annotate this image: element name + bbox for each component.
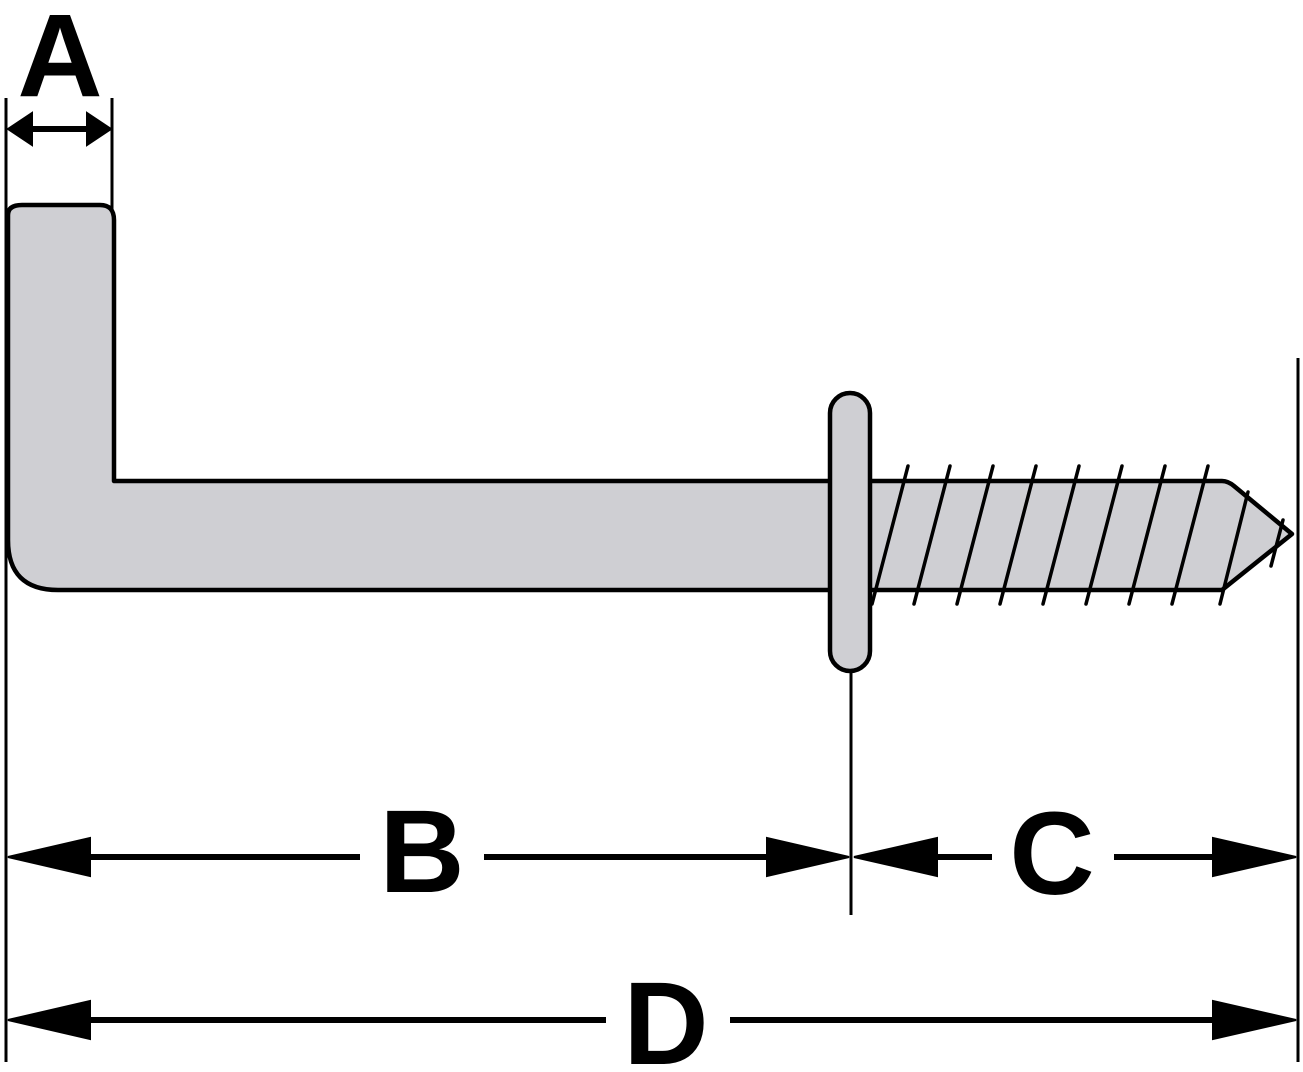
label-a: A [17,0,102,122]
screw-thread-body [865,478,1295,593]
thread-lines [870,464,1285,606]
label-c: C [1009,788,1094,920]
dimension-a [6,111,113,147]
dimension-d [7,999,1297,1041]
label-b: B [379,786,464,918]
dimension-c [853,836,1297,878]
dimension-b [7,836,850,878]
label-d: D [623,958,708,1072]
hook-shank [5,202,835,593]
collar-washer [827,390,873,674]
